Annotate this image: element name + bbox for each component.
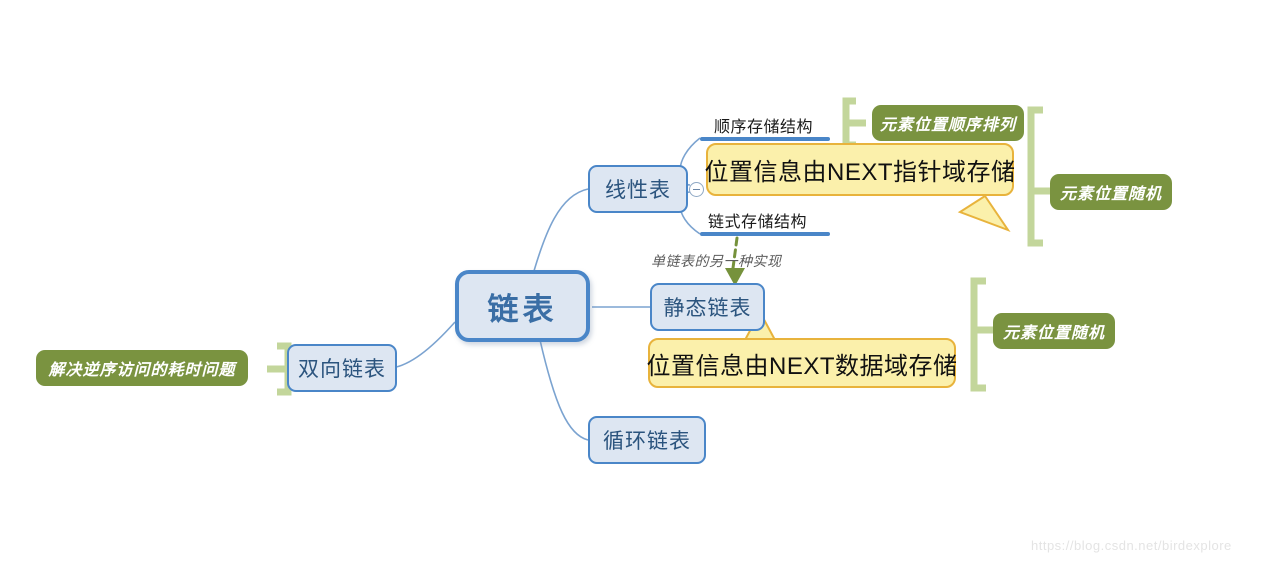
collapse-toggle-xianxingbiao[interactable] <box>689 182 704 197</box>
root-node-label: 链表 <box>487 291 558 327</box>
bracket-bottom-callout <box>970 277 986 392</box>
bracket-shunxu <box>842 97 856 149</box>
node-shuangxiang-lianbiao[interactable]: 双向链表 <box>287 344 397 392</box>
green-box-suiji-bottom-label: 元素位置随机 <box>1002 325 1105 342</box>
green-box-suiji-bottom[interactable]: 元素位置随机 <box>993 313 1115 349</box>
green-box-nixu-fangwen-label: 解决逆序访问的耗时问题 <box>48 362 236 379</box>
underline-bar-shunxu <box>700 137 830 141</box>
callout-next-shujuyu[interactable]: 位置信息由NEXT数据域存储 <box>646 338 958 388</box>
underline-bar-lianshi <box>700 232 830 236</box>
node-xianxingbiao[interactable]: 线性表 <box>588 165 688 213</box>
root-node-lianbiao[interactable]: 链表 <box>455 270 590 342</box>
label-lianshi-cunchu-jiegou: 链式存储结构 <box>708 214 808 231</box>
callout-tail-top <box>957 194 1011 233</box>
callout-next-zhizhenyu-label: 位置信息由NEXT指针域存储 <box>704 159 1016 186</box>
annotation-dan-lianbiao: 单链表的另一种实现 <box>651 253 782 269</box>
node-xunhuan-lianbiao[interactable]: 循环链表 <box>588 416 706 464</box>
green-box-nixu-fangwen[interactable]: 解决逆序访问的耗时问题 <box>36 350 248 386</box>
label-shunxu-cunchu-jiegou: 顺序存储结构 <box>714 119 814 136</box>
link-root-to-xunhuan <box>539 339 589 441</box>
node-jingtai-lianbiao[interactable]: 静态链表 <box>650 283 765 331</box>
watermark-text: https://blog.csdn.net/birdexplore <box>1031 538 1232 553</box>
link-root-to-shuangxiang <box>391 321 456 369</box>
green-box-suiji-top[interactable]: 元素位置随机 <box>1050 174 1172 210</box>
callout-next-shujuyu-label: 位置信息由NEXT数据域存储 <box>646 352 958 380</box>
callout-next-zhizhenyu[interactable]: 位置信息由NEXT指针域存储 <box>704 143 1016 196</box>
node-jingtai-lianbiao-label: 静态链表 <box>663 297 752 320</box>
green-box-suiji-top-label: 元素位置随机 <box>1059 186 1162 203</box>
node-xianxingbiao-label: 线性表 <box>605 179 671 202</box>
node-shuangxiang-lianbiao-label: 双向链表 <box>298 358 386 381</box>
node-xunhuan-lianbiao-label: 循环链表 <box>603 430 691 453</box>
green-box-shunxu-pailie-label: 元素位置顺序排列 <box>879 117 1016 134</box>
green-box-shunxu-pailie[interactable]: 元素位置顺序排列 <box>872 105 1024 141</box>
bracket-top-callout <box>1027 106 1043 247</box>
